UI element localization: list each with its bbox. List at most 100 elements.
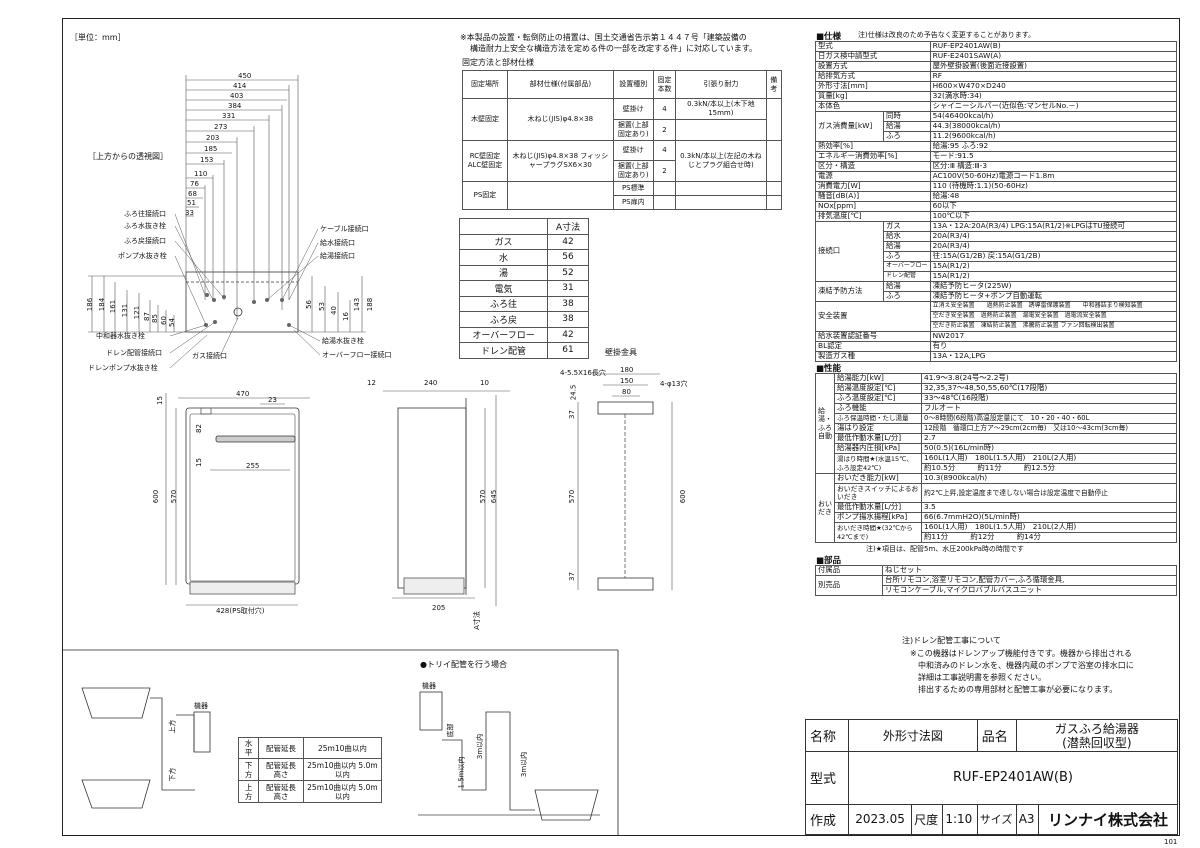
tb-size-value: A3 <box>1015 803 1040 836</box>
spec-key: NOx[ppm] <box>815 201 931 212</box>
pipe-label: 3m以内 <box>476 733 485 760</box>
dim-label: 450 <box>238 72 252 80</box>
callout-label: ふろ水抜き栓 <box>124 222 166 230</box>
dim-label: 600 <box>152 489 161 504</box>
a-dim-cell: 61 <box>547 342 589 359</box>
perf-key: 湯はり設定 <box>834 423 922 434</box>
tb-product-line: ガスふろ給湯器 <box>1054 721 1139 736</box>
dim-label: 51 <box>187 199 196 207</box>
spec-note: 注)仕様は改良のため予告なく変更することがあります。 <box>858 31 1036 39</box>
fixing-cell: 0.3kN/本以上(木下地15mm) <box>675 98 767 120</box>
spec-value: 凍結予防ヒータ(225W) <box>929 281 1178 292</box>
tb-scale-label: 尺度 <box>911 803 944 836</box>
fixing-cell <box>765 140 782 182</box>
callout-label: 給水接続口 <box>320 239 355 247</box>
spec-key: 接続口 <box>815 221 884 282</box>
spec-value: AC100V(50-60Hz)電源コード1.8m <box>929 171 1178 182</box>
spec-subkey: 給湯 <box>882 241 931 252</box>
a-dim-cell: 31 <box>547 280 589 297</box>
fixing-cell: PS標準 <box>612 181 654 196</box>
perf-key: 最低作動水量[L/分] <box>834 502 922 513</box>
fixing-header: 部材仕様(付属部品) <box>506 70 614 99</box>
perf-value: 2.7 <box>921 433 1177 444</box>
perf-group: 給湯・ふろ自動 <box>815 373 835 474</box>
spec-value: 20A(R3/4) <box>929 241 1178 252</box>
spec-key: 設置方式 <box>815 61 931 72</box>
dim-label: 403 <box>230 92 244 100</box>
spec-key: ガス消費量[kW] <box>815 111 884 142</box>
spec-key: 排気温度[℃] <box>815 211 931 222</box>
spec-value: 100℃以下 <box>929 211 1178 222</box>
dim-label: 185 <box>204 145 218 153</box>
fixing-cell: 壁掛け <box>612 98 654 120</box>
parts-title: ■部品 <box>816 556 842 566</box>
perf-key: おいだき時間★(32℃から42℃まで) <box>834 522 922 543</box>
tb-product-value: ガスふろ給湯器 (潜熱回収型) <box>1015 718 1179 753</box>
fixing-cell: PS扉内 <box>612 195 654 210</box>
spec-value: 13A・12A,LPG <box>929 351 1178 362</box>
spec-subkey: ふろ <box>882 131 931 142</box>
spec-value: 区分:Ⅲ 構造:Ⅲ-3 <box>929 161 1178 172</box>
a-dim-cell: ドレン配管 <box>458 342 549 359</box>
perf-value: 約2℃上昇,設定温度まで達しない場合は設定温度で自動停止 <box>921 483 1177 503</box>
spec-subkey: ガス <box>882 221 931 232</box>
spec-value: 13A・12A:20A(R3/4) LPG:15A(R1/2)※LPGはTU接続… <box>929 221 1178 232</box>
a-dim-cell: 水 <box>458 249 549 266</box>
perf-value: フルオート <box>921 403 1177 414</box>
perf-key: おいだきスイッチによるおいだき <box>834 483 922 503</box>
parts-value: 台所リモコン,浴室リモコン,配管カバー,ふろ循環金具, <box>882 575 1177 586</box>
fixing-cell: 0.3kN/本以上(左記の木ねじとプラグ組合せ時) <box>675 140 767 182</box>
a-dim-header: A寸法 <box>547 218 589 235</box>
parts-value: ねじセット <box>882 565 1177 576</box>
spec-key: 消費電力[W] <box>815 181 931 192</box>
unit-label-kiki: 機器 <box>422 682 436 690</box>
dim-label: 205 <box>432 604 446 612</box>
perf-key: ふろ機能 <box>834 403 922 414</box>
tb-size-label: サイズ <box>976 803 1017 836</box>
perf-value: 50(0.5)(16L/min時) <box>921 443 1177 454</box>
dim-label: 53 <box>317 302 326 311</box>
fixing-cell <box>675 119 767 141</box>
callout-label: 給湯水抜き栓 <box>322 337 364 345</box>
fixing-cell: 4 <box>652 98 677 120</box>
dim-label: 384 <box>228 102 242 110</box>
spec-title: ■仕様 <box>816 32 842 42</box>
dim-label: 4-φ13穴 <box>660 380 688 388</box>
spec-value: 往:15A(G1/2B) 戻:15A(G1/2B) <box>929 251 1178 262</box>
dim-label: 255 <box>246 462 260 470</box>
spec-value: 20A(R3/4) <box>929 231 1178 242</box>
spec-value: 空だき防止装置 凍結防止装置 沸騰防止装置 ファン回転検出装置 <box>929 321 1178 332</box>
fixing-cell: 2 <box>652 160 677 182</box>
perf-value: 3.5 <box>921 502 1177 513</box>
perf-key: 最低作動水量[L/分] <box>834 433 922 444</box>
spec-value: RUF-EP2401AW(B) <box>929 41 1178 52</box>
spec-key: 質量[kg] <box>815 91 931 102</box>
spec-key: 区分・構造 <box>815 161 931 172</box>
fixing-table: 固定場所 部材仕様(付属部品) 設置種別 固定本数 引張り耐力 備考 木壁固定 … <box>462 70 782 210</box>
dim-label: 68 <box>188 190 197 198</box>
dim-label: 414 <box>233 82 247 90</box>
drain-note-line: 中和済みのドレン水を、機器内蔵のポンプで浴室の排水口に <box>918 661 1134 670</box>
drain-note-line: ※この機器はドレンアップ機能付きです。機器から排出される <box>910 649 1132 658</box>
pipe-cell: 水平 <box>237 737 260 759</box>
spec-key: 製造ガス種 <box>815 351 931 362</box>
parts-value: リモコンケーブル,マイクロバブルバスユニット <box>882 585 1177 596</box>
fixing-cell <box>675 195 767 210</box>
tb-model-label: 型式 <box>805 751 849 805</box>
a-dim-cell: 42 <box>547 233 589 250</box>
bracket-top <box>597 401 654 415</box>
a-dim-cell: 38 <box>547 295 589 312</box>
dim-label: 131 <box>121 303 130 318</box>
spec-value: 15A(R1/2) <box>929 271 1178 282</box>
spec-value: 屋外壁掛設置(後面近接設置) <box>929 61 1178 72</box>
dim-label: 85 <box>150 314 159 323</box>
spec-value: 110 (待機時:1.1)(50-60Hz) <box>929 181 1178 192</box>
callout-label: ドレン配管接続口 <box>106 349 162 357</box>
dim-label: 33 <box>185 209 194 217</box>
dim-label: 188 <box>366 297 375 312</box>
a-dim-cell: 電気 <box>458 280 549 297</box>
spec-key: 安全装置 <box>815 301 931 332</box>
dim-label: 240 <box>424 379 438 387</box>
dim-label: 180 <box>620 366 634 374</box>
